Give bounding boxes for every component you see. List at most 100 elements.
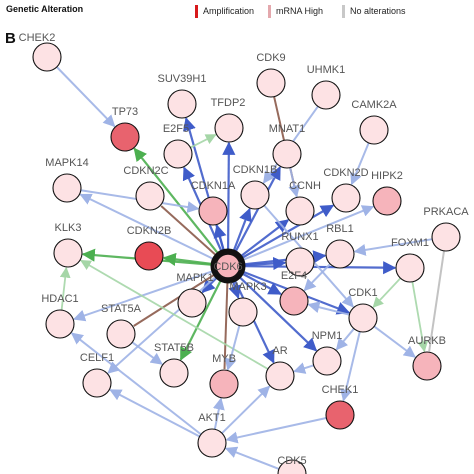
node-label-myb: MYB <box>212 353 236 365</box>
node-circle-foxm1 <box>395 253 425 283</box>
panel-label: B <box>5 30 16 47</box>
edge-mnat1-ccnh <box>288 167 301 198</box>
node-cdk1[interactable]: CDK1 <box>348 287 378 333</box>
edge-cdk6-cdkn1a <box>213 224 227 250</box>
legend-swatch-no-alterations <box>342 4 345 18</box>
node-celf1[interactable]: CELF1 <box>80 352 114 398</box>
node-label-chek1: CHEK1 <box>322 384 359 396</box>
node-mapk14[interactable]: MAPK14 <box>45 157 89 203</box>
node-label-e2f5: E2F5 <box>163 123 189 135</box>
node-cdk5[interactable]: CDK5 <box>277 455 307 474</box>
node-circle-mapk1 <box>177 288 207 318</box>
edge-cdk6-stat5a <box>133 274 215 327</box>
node-ccnh[interactable]: CCNH <box>285 180 321 226</box>
edge-camk2a-cdkn2d <box>350 142 370 186</box>
edge-stat5a-stat5b <box>131 341 163 365</box>
node-label-hdac1: HDAC1 <box>41 293 78 305</box>
node-chek1[interactable]: CHEK1 <box>322 384 359 430</box>
node-ar[interactable]: AR <box>265 345 295 391</box>
node-akt1[interactable]: AKT1 <box>197 412 227 458</box>
node-chek2[interactable]: CHEK2 <box>19 32 62 72</box>
node-cdkn1b[interactable]: CDKN1B <box>233 164 278 210</box>
node-myb[interactable]: MYB <box>209 353 239 399</box>
node-label-cdkn1a: CDKN1A <box>191 180 236 192</box>
node-circle-rbl1 <box>325 239 355 269</box>
node-label-chek2: CHEK2 <box>19 32 56 44</box>
edge-cdk6-hipk2 <box>243 205 375 261</box>
legend-swatch-mrna-high <box>268 4 271 18</box>
edge-cdk1-e2f4 <box>307 301 350 316</box>
node-circle-stat5b <box>159 358 189 388</box>
edge-cdk5-akt1 <box>224 446 280 470</box>
node-cdk6[interactable]: CDK6 <box>210 248 246 284</box>
edge-cdk6-tfdp2 <box>222 141 236 250</box>
node-circle-e2f5 <box>163 139 193 169</box>
node-foxm1[interactable]: FOXM1 <box>391 237 429 283</box>
edge-akt1-celf1 <box>109 389 201 438</box>
node-cdk9[interactable]: CDK9 <box>256 52 286 98</box>
node-rbl1[interactable]: RBL1 <box>325 223 355 269</box>
node-circle-camk2a <box>359 115 389 145</box>
edge-hdac1-klk3 <box>59 266 71 311</box>
node-label-mapk1: MAPK1 <box>176 272 213 284</box>
edge-cdk6-npm1 <box>239 277 318 352</box>
node-cdkn1a[interactable]: CDKN1A <box>191 180 236 226</box>
node-circle-chek1 <box>325 400 355 430</box>
node-npm1[interactable]: NPM1 <box>312 330 343 376</box>
node-mapk3[interactable]: MAPK3 <box>228 281 267 327</box>
node-label-cdkn2d: CDKN2D <box>323 167 368 179</box>
node-runx1[interactable]: RUNX1 <box>281 231 319 277</box>
node-hdac1[interactable]: HDAC1 <box>41 293 79 339</box>
node-label-akt1: AKT1 <box>198 412 226 424</box>
node-label-mapk3: MAPK3 <box>229 281 266 293</box>
node-circle-cdkn2d <box>331 183 361 213</box>
node-circle-tp73 <box>110 122 140 152</box>
edge-chek1-akt1 <box>225 417 327 444</box>
edge-e2f5-tfdp2 <box>190 133 217 149</box>
node-camk2a[interactable]: CAMK2A <box>351 99 397 145</box>
node-label-tfdp2: TFDP2 <box>211 97 246 109</box>
node-circle-cdkn2c <box>135 181 165 211</box>
node-e2f5[interactable]: E2F5 <box>163 123 193 169</box>
node-tp73[interactable]: TP73 <box>110 106 140 152</box>
node-hipk2[interactable]: HIPK2 <box>371 170 403 216</box>
edge-cdk1-chek1 <box>340 331 361 402</box>
node-aurkb[interactable]: AURKB <box>408 335 446 381</box>
node-stat5b[interactable]: STAT5B <box>154 342 194 388</box>
node-circle-e2f4 <box>279 286 309 316</box>
node-circle-prkaca <box>431 222 461 252</box>
node-label-stat5b: STAT5B <box>154 342 194 354</box>
node-label-rbl1: RBL1 <box>326 223 354 235</box>
node-tfdp2[interactable]: TFDP2 <box>211 97 246 143</box>
edge-cdk6-ccnh <box>240 219 290 257</box>
node-circle-chek2 <box>32 42 62 72</box>
edge-cdk6-cdkn1b <box>232 207 252 251</box>
node-circle-cdkn2b <box>134 241 164 271</box>
node-suv39h1[interactable]: SUV39H1 <box>158 73 207 119</box>
node-circle-hdac1 <box>45 309 75 339</box>
node-label-cdk1: CDK1 <box>348 287 377 299</box>
node-circle-cdk1 <box>348 303 378 333</box>
node-e2f4[interactable]: E2F4 <box>279 270 309 316</box>
node-uhmk1[interactable]: UHMK1 <box>307 64 346 110</box>
edge-cdk6-runx1 <box>244 256 287 271</box>
node-stat5a[interactable]: STAT5A <box>101 303 142 349</box>
edge-cdk6-mapk3 <box>228 281 241 299</box>
node-label-cdkn2c: CDKN2C <box>123 165 168 177</box>
edge-cdk6-cdkn2c <box>160 205 216 256</box>
node-prkaca[interactable]: PRKACA <box>423 206 469 252</box>
node-cdkn2b[interactable]: CDKN2B <box>127 225 172 271</box>
node-label-cdkn2b: CDKN2B <box>127 225 172 237</box>
node-circle-hipk2 <box>372 186 402 216</box>
edge-mapk3-myb <box>224 325 241 371</box>
node-cdkn2c[interactable]: CDKN2C <box>123 165 169 211</box>
edge-cdk6-mapk1 <box>201 277 217 294</box>
node-circle-uhmk1 <box>311 80 341 110</box>
node-cdkn2d[interactable]: CDKN2D <box>323 167 369 213</box>
legend-item-mrna-high: mRNA High <box>268 4 323 18</box>
node-klk3[interactable]: KLK3 <box>53 222 83 268</box>
node-label-runx1: RUNX1 <box>281 231 318 243</box>
node-mapk1[interactable]: MAPK1 <box>176 272 214 318</box>
node-mnat1[interactable]: MNAT1 <box>269 123 305 169</box>
